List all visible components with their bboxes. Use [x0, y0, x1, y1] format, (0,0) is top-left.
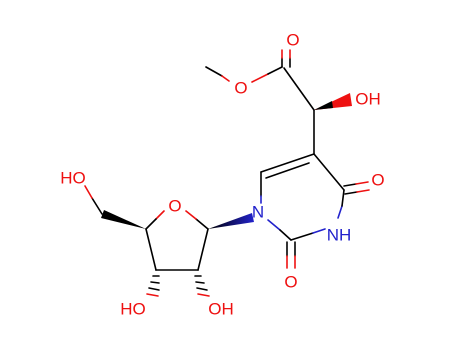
- bond-c1-o4-red: [185, 210, 197, 220]
- bond-c4-o-b1: [344, 191, 358, 195]
- wedge-oh-side-base: [314, 101, 333, 110]
- bond-o4-c4-red: [155, 210, 165, 220]
- bond-n1-c2-blue: [267, 219, 281, 231]
- atom-ho-5prime: HO: [60, 169, 86, 188]
- bond-methyl-o-red: [221, 75, 230, 82]
- bond-n3-c4: [341, 189, 345, 207]
- bond-c5-o5: [91, 197, 103, 215]
- bond-o-carbon-red: [251, 73, 269, 83]
- bond-methyl-o: [205, 66, 223, 77]
- bond-c2-n3-blue: [312, 228, 326, 234]
- atom-ho-3prime: HO: [120, 300, 146, 319]
- atom-o-c2: O: [284, 273, 297, 292]
- bond-ester-stereo: [283, 67, 315, 111]
- bond-n1-c2: [279, 229, 292, 241]
- atom-o-c4: O: [371, 171, 384, 190]
- bond-c2-c1: [197, 228, 209, 271]
- bond-c4-o-a1: [343, 183, 357, 187]
- bond-c5-o5-red: [84, 185, 93, 199]
- wedge-glycosidic: [208, 213, 254, 229]
- hash-bond-c3-oh: [146, 275, 160, 297]
- bond-c4-o-b2: [356, 189, 370, 193]
- bond-c5-c6: [260, 153, 315, 173]
- bond-n3-c4-blue: [337, 205, 343, 219]
- bond-c1-o4: [195, 218, 209, 230]
- bond-c4-o-a2: [355, 181, 369, 185]
- bond-c4-c3: [145, 228, 157, 271]
- atom-o-carbonyl-ester: O: [286, 31, 299, 50]
- wedge-c4-c5: [101, 210, 146, 229]
- atom-oh-2prime: OH: [208, 300, 234, 319]
- bond-c5-c6-inner: [265, 162, 310, 179]
- bond-c4-c5: [313, 153, 345, 191]
- atom-o-ester: O: [234, 79, 247, 98]
- atom-n3h: NH: [327, 226, 352, 245]
- bond-o4-c4: [145, 218, 157, 230]
- atom-o-ring: O: [168, 197, 181, 216]
- hash-bond-c2-oh: [194, 275, 210, 297]
- bond-o-carbon: [267, 66, 283, 75]
- atom-n1: N: [252, 203, 264, 222]
- bond-c2-n3: [290, 232, 314, 241]
- atom-oh-side: OH: [355, 90, 381, 109]
